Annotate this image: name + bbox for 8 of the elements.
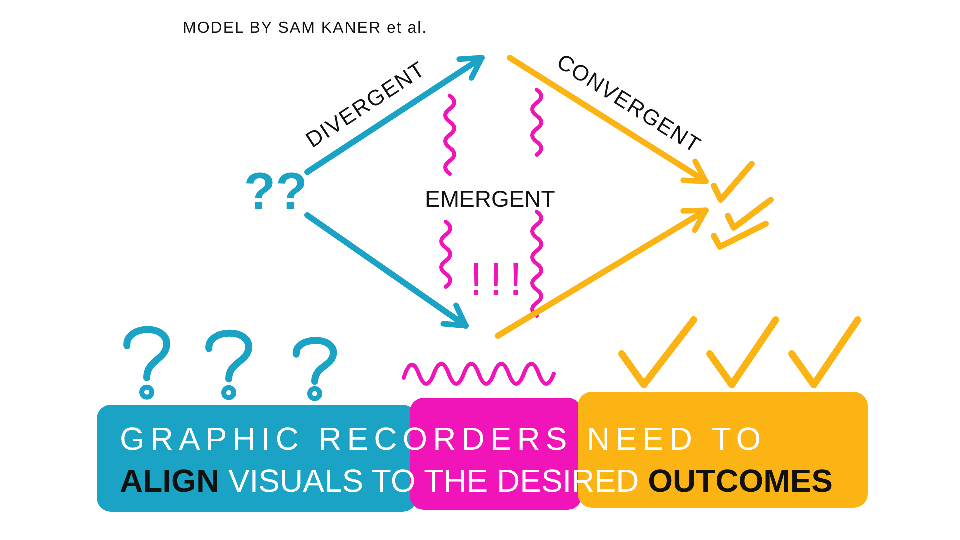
credit-text: MODEL BY SAM KANER et al. xyxy=(183,21,428,37)
arrow xyxy=(304,212,469,329)
arrow xyxy=(304,55,485,176)
arrow xyxy=(495,208,709,339)
arrow xyxy=(507,55,709,184)
exclamation-marks-text: !!! xyxy=(470,256,530,302)
stage-label: EMERGENT xyxy=(425,188,556,211)
question-marks-text: ?? xyxy=(244,166,308,218)
